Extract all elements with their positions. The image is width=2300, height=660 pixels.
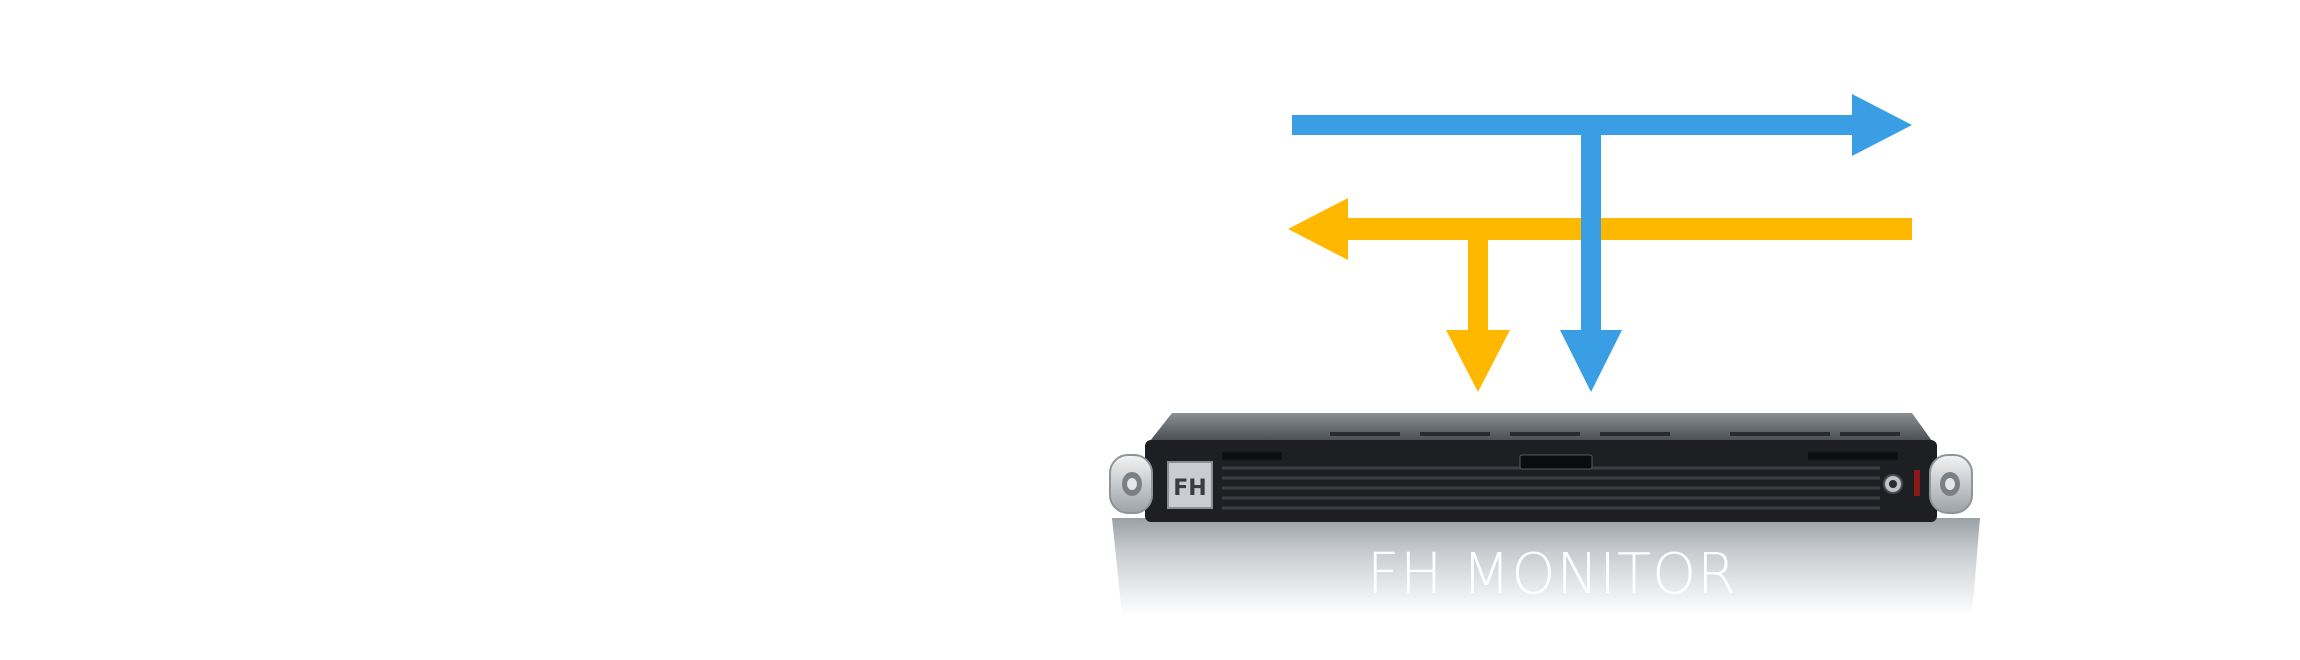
outbound-flow: [1292, 94, 1912, 156]
left-rack-handle: [1109, 454, 1153, 514]
svg-text:FH: FH: [1173, 476, 1206, 501]
server-front-panel: [1145, 440, 1937, 522]
right-rack-handle: [1929, 454, 1973, 514]
status-led: [1914, 470, 1920, 496]
inbound-tap-line: [1468, 229, 1488, 333]
outbound-tap: [1560, 125, 1622, 392]
center-badge: [1519, 454, 1593, 470]
inbound-tap-arrow-icon: [1446, 330, 1510, 392]
power-button-icon[interactable]: [1883, 474, 1903, 494]
server-reflection: [1112, 518, 1980, 615]
inbound-arrowhead-icon: [1288, 198, 1348, 260]
inbound-flow-line: [1340, 218, 1912, 240]
outbound-arrowhead-icon: [1852, 94, 1912, 156]
fh-logo-icon: FH: [1167, 461, 1213, 509]
inbound-tap: [1446, 229, 1510, 392]
outbound-tap-arrow-icon: [1560, 330, 1622, 392]
rack-server: FH: [1109, 413, 1980, 615]
device-label: FH MONITOR: [1366, 542, 1738, 607]
outbound-flow-line: [1292, 115, 1860, 135]
outbound-tap-line: [1581, 125, 1601, 333]
server-top: [1150, 413, 1932, 441]
top-vents: [1330, 432, 1900, 436]
